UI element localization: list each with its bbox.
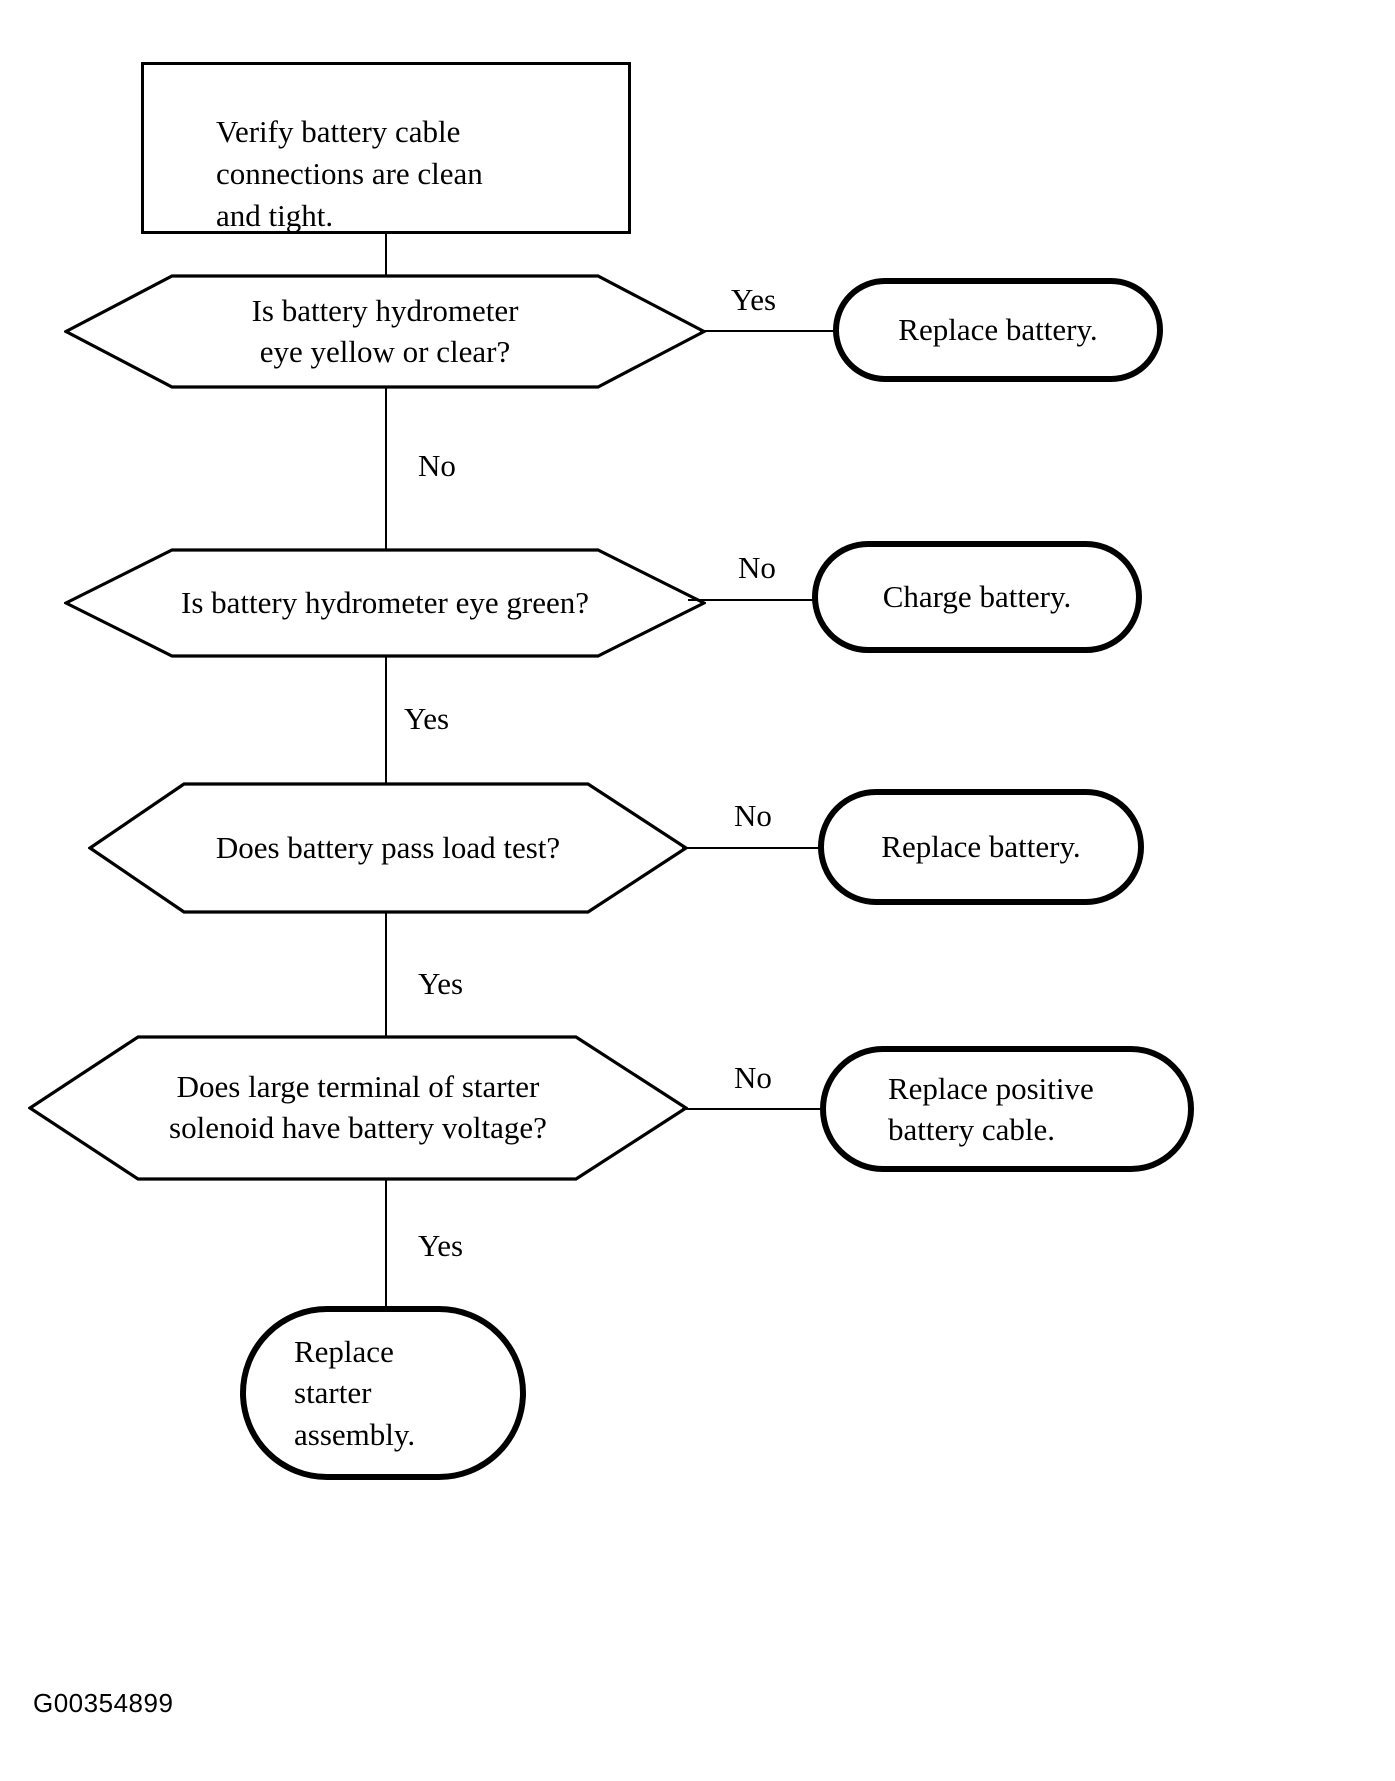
connector-decision-2-no xyxy=(688,599,814,601)
decision-starter-solenoid-voltage: Does large terminal of starter solenoid … xyxy=(28,1035,688,1181)
hexagon-shape xyxy=(64,548,706,658)
decision-hydrometer-green: Is battery hydrometer eye green? xyxy=(64,548,706,658)
connector-decision-1-yes xyxy=(700,330,836,332)
connector-decision-1-no xyxy=(385,387,387,552)
terminal-charge-battery: Charge battery. xyxy=(812,541,1142,653)
decision-battery-pass-load-test: Does battery pass load test? xyxy=(88,782,688,914)
decision-hydrometer-green-label: Is battery hydrometer eye green? xyxy=(181,584,589,620)
edge-label-decision-3-no: No xyxy=(734,798,772,833)
terminal-replace-battery-1: Replace battery. xyxy=(833,278,1163,382)
decision-hydrometer-yellow-or-clear: Is battery hydrometer eye yellow or clea… xyxy=(64,274,706,389)
connector-decision-3-no xyxy=(682,847,820,849)
decision-hydrometer-yellow-or-clear-label: Is battery hydrometer eye yellow or clea… xyxy=(251,292,519,369)
hexagon-shape xyxy=(88,782,688,914)
terminal-replace-starter-assembly-label: Replace starter assembly. xyxy=(294,1334,416,1452)
connector-process-to-decision-1 xyxy=(385,234,387,276)
connector-decision-4-yes xyxy=(385,1179,387,1312)
terminal-replace-starter-assembly: Replace starter assembly. xyxy=(240,1306,526,1480)
terminal-replace-battery-1-label: Replace battery. xyxy=(898,312,1098,348)
hexagon-shape xyxy=(64,274,706,389)
terminal-replace-battery-2-label: Replace battery. xyxy=(881,829,1081,865)
figure-id-label: G00354899 xyxy=(33,1688,174,1718)
terminal-replace-positive-battery-cable: Replace positive battery cable. xyxy=(820,1046,1194,1172)
edge-label-decision-2-yes: Yes xyxy=(404,701,450,736)
edge-label-decision-2-no: No xyxy=(738,550,776,585)
edge-label-decision-3-yes: Yes xyxy=(418,966,464,1001)
decision-battery-pass-load-test-label: Does battery pass load test? xyxy=(215,829,561,865)
edge-label-decision-1-no: No xyxy=(418,448,456,483)
edge-label-decision-4-yes: Yes xyxy=(418,1228,464,1263)
connector-decision-3-yes xyxy=(385,912,387,1065)
hexagon-shape xyxy=(28,1035,688,1181)
process-verify-battery-cable-label: Verify battery cable connections are cle… xyxy=(216,114,483,234)
terminal-replace-positive-battery-cable-label: Replace positive battery cable. xyxy=(888,1070,1094,1147)
process-verify-battery-cable: Verify battery cable connections are cle… xyxy=(141,62,631,234)
terminal-replace-battery-2: Replace battery. xyxy=(818,789,1144,905)
decision-starter-solenoid-voltage-label: Does large terminal of starter solenoid … xyxy=(169,1069,547,1145)
terminal-charge-battery-label: Charge battery. xyxy=(882,579,1072,615)
connector-decision-4-no xyxy=(682,1108,824,1110)
edge-label-decision-1-yes: Yes xyxy=(731,282,777,317)
edge-label-decision-4-no: No xyxy=(734,1060,772,1095)
connector-decision-2-yes xyxy=(385,656,387,802)
